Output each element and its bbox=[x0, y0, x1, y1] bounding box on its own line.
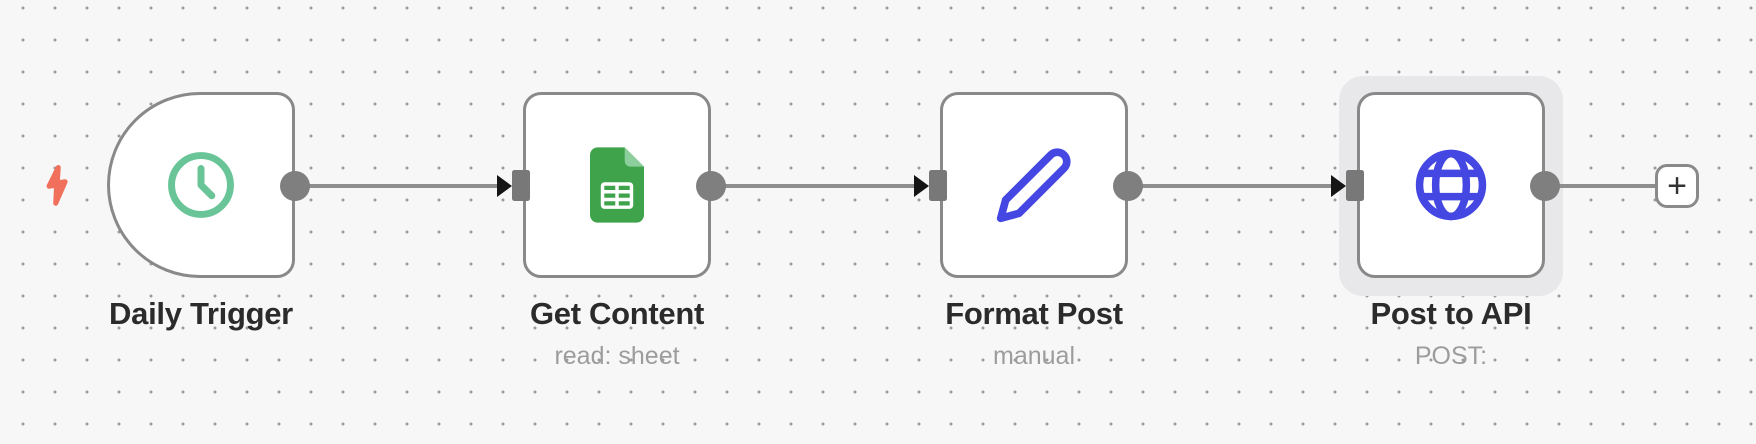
globe-icon bbox=[1410, 144, 1492, 226]
input-port[interactable] bbox=[1346, 170, 1364, 201]
connection-arrowhead-icon bbox=[914, 175, 929, 197]
pencil-icon bbox=[994, 145, 1074, 225]
google-sheets-icon bbox=[590, 147, 644, 223]
node-daily-trigger[interactable] bbox=[107, 92, 295, 278]
output-port[interactable] bbox=[280, 171, 310, 201]
output-port[interactable] bbox=[1113, 171, 1143, 201]
node-label-get-content: Get Content read: sheet bbox=[467, 296, 767, 371]
node-title: Post to API bbox=[1370, 296, 1532, 331]
connection-arrowhead-icon bbox=[497, 175, 512, 197]
node-label-daily-trigger: Daily Trigger bbox=[51, 296, 351, 341]
node-subtitle: read: sheet bbox=[554, 342, 680, 370]
node-format-post[interactable] bbox=[940, 92, 1128, 278]
node-label-post-to-api: Post to API POST: bbox=[1301, 296, 1601, 371]
connection-line[interactable] bbox=[711, 184, 917, 188]
clock-icon bbox=[163, 147, 239, 223]
connection-line[interactable] bbox=[1545, 184, 1657, 188]
output-port[interactable] bbox=[1530, 171, 1560, 201]
node-subtitle: POST: bbox=[1414, 342, 1488, 370]
connection-line[interactable] bbox=[295, 184, 500, 188]
node-title: Format Post bbox=[945, 296, 1123, 331]
node-subtitle: manual bbox=[993, 342, 1075, 370]
node-label-format-post: Format Post manual bbox=[884, 296, 1184, 371]
lightning-bolt-icon bbox=[36, 162, 78, 211]
plus-icon: + bbox=[1667, 167, 1687, 205]
node-title: Get Content bbox=[529, 296, 705, 331]
add-node-button[interactable]: + bbox=[1655, 164, 1699, 208]
output-port[interactable] bbox=[696, 171, 726, 201]
connection-line[interactable] bbox=[1128, 184, 1334, 188]
input-port[interactable] bbox=[929, 170, 947, 201]
input-port[interactable] bbox=[512, 170, 530, 201]
node-title: Daily Trigger bbox=[109, 296, 293, 331]
node-get-content[interactable] bbox=[523, 92, 711, 278]
connection-arrowhead-icon bbox=[1331, 175, 1346, 197]
node-post-to-api[interactable] bbox=[1357, 92, 1545, 278]
